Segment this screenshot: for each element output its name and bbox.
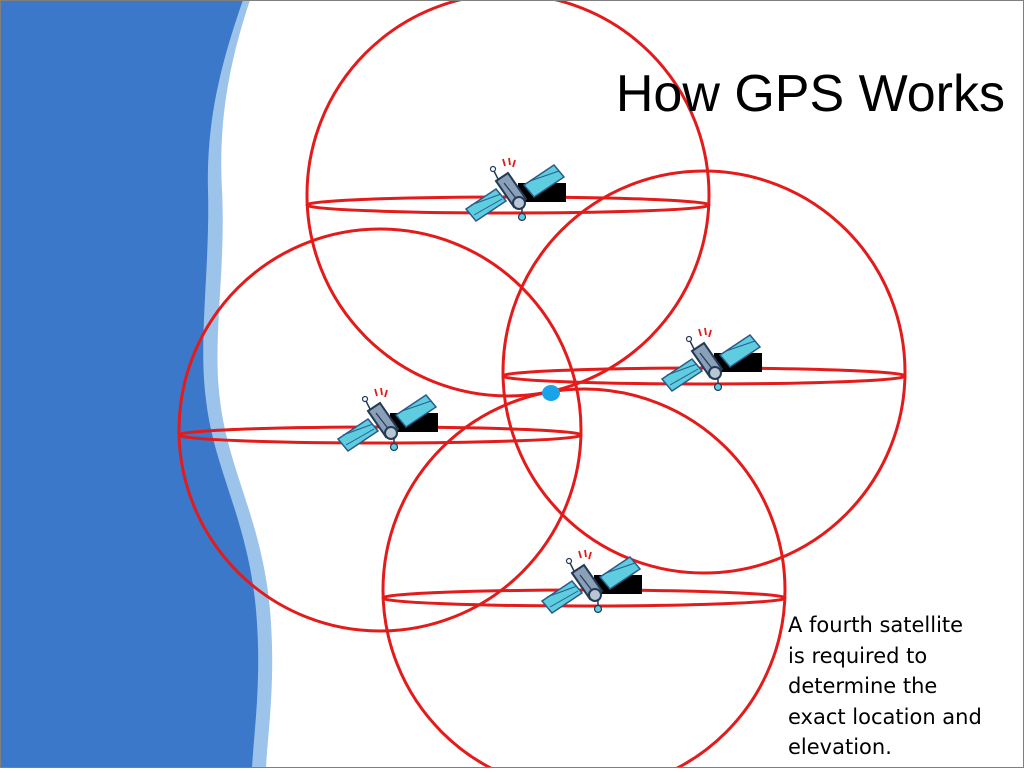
range-sphere-top [305, 0, 711, 398]
receiver-dot-icon [542, 385, 560, 401]
note-line: elevation. [788, 735, 892, 759]
range-sphere-left [177, 227, 583, 633]
sidebar-wave [0, 0, 259, 768]
satellite-icon [541, 549, 643, 614]
fourth-satellite-note: A fourth satellite is required to determ… [788, 610, 1024, 763]
range-equator-right [501, 366, 907, 386]
note-line: A fourth satellite [788, 613, 964, 637]
note-line: exact location and [788, 704, 982, 729]
range-sphere-right [501, 169, 907, 575]
satellite-icon [661, 327, 763, 392]
slide-title: How GPS Works [615, 65, 1005, 123]
note-line: is required to [788, 643, 928, 668]
range-sphere-bottom [381, 387, 787, 773]
range-equator-bottom [381, 588, 787, 608]
note-line: determine the [788, 674, 938, 698]
